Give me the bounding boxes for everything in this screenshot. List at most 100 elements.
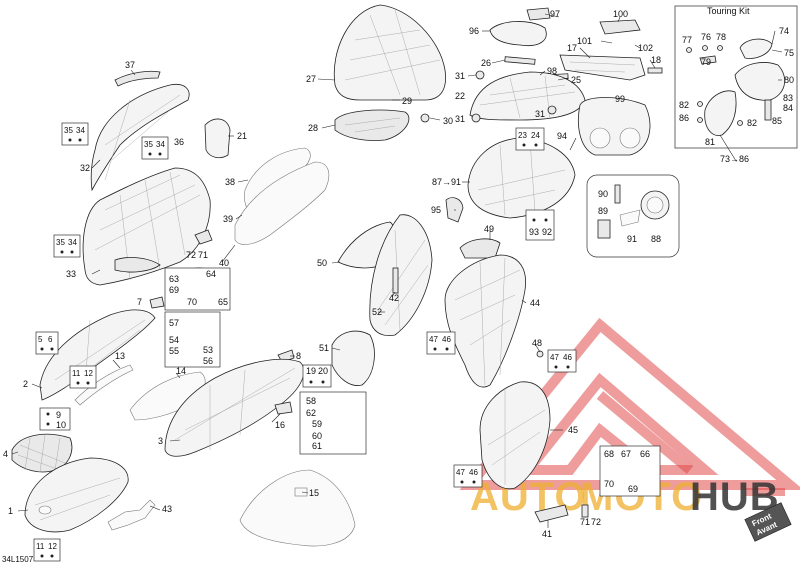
instrument-part-22 [469,71,586,121]
callout-41: 41 [542,529,552,539]
boxed-reference-35-34-c: 35 34 [53,234,81,258]
box-label: 11 [72,369,81,378]
bolt-part-31-lower [471,113,481,123]
callout-96: 96 [469,26,479,36]
callout-20: 20 [318,366,328,376]
box-label: 11 [36,542,45,551]
callout-42: 42 [389,293,399,303]
reference-code: 34L1507 [2,555,34,564]
callout-33: 33 [66,269,76,279]
bracket-part-41 [534,504,569,523]
callout-48: 48 [532,338,542,348]
callout-101: 101 [577,36,592,46]
callout-81: 81 [705,137,715,147]
callout-44: 44 [530,298,540,308]
callout-69-lower: 69 [628,484,638,494]
callout-90: 90 [598,189,608,199]
callout-77: 77 [682,35,692,45]
bolt-part-31-middle [547,105,557,115]
boxed-reference-47-46-a: 47 46 [426,331,456,355]
callout-68: 68 [604,449,614,459]
callout-7: 7 [137,297,142,307]
callout-21: 21 [237,131,247,141]
callout-75: 75 [784,48,794,58]
callout-39: 39 [223,214,233,224]
box-label: 34 [156,140,165,149]
callout-25: 25 [571,75,581,85]
callout-66: 66 [640,449,650,459]
callout-71-upper: 71 [198,250,208,260]
callout-88: 88 [651,234,661,244]
boxed-reference-57-56 [164,311,221,368]
clip-part-7 [149,296,165,309]
bracket-part-100 [599,19,641,35]
callout-72: 72 [186,250,196,260]
lower-windscreen-part-15 [239,469,356,547]
small-bracket-part-72-71 [194,229,213,245]
grille-part-4 [11,433,73,473]
side-panel-part-44 [444,254,527,388]
bolt-part-71-72 [581,504,589,518]
bracket-part-17 [559,54,646,81]
box-label: 46 [563,353,572,362]
callout-1: 1 [8,506,13,516]
callout-63: 63 [169,274,179,284]
callout-98: 98 [547,66,557,76]
box-label: 47 [456,468,465,477]
box-label: 6 [48,335,53,344]
callout-10: 10 [56,420,66,430]
callout-32: 32 [80,163,90,173]
callout-86: 86 [679,113,689,123]
callout-40: 40 [219,258,229,268]
upper-panel-part-32 [90,83,190,192]
callout-19: 19 [306,366,316,376]
callout-65: 65 [218,297,228,307]
box-label: 46 [442,335,451,344]
callout-53: 53 [203,345,213,355]
callout-94: 94 [557,131,567,141]
callout-60: 60 [312,431,322,441]
box-label: 34 [76,126,85,135]
box-label: 12 [84,369,93,378]
boxed-reference-11-12-b: 11 12 [33,538,61,562]
callout-83: 83 [783,93,793,103]
bracket-part-43 [107,499,156,531]
boxed-reference-9-10 [39,407,71,431]
callout-95: 95 [431,205,441,215]
cluster-part-99 [578,97,651,156]
callout-56: 56 [203,356,213,366]
clip-part-18 [647,67,663,74]
callout-59: 59 [312,419,322,429]
front-direction-badge: Front Avant [744,502,792,542]
callout-62: 62 [306,408,316,418]
callout-82-lower: 82 [747,118,757,128]
box-label: 35 [144,140,153,149]
callout-50: 50 [317,258,327,268]
clip-part-97 [526,7,551,21]
callout-71-lower: 71 [580,517,590,527]
callout-38: 38 [225,177,235,187]
callout-64: 64 [206,269,216,279]
boxed-reference-35-34-b: 35 34 [141,136,169,160]
callout-99: 99 [615,94,625,104]
callout-labels: 97 96 100 101 102 17 18 26 98 25 31 22 3… [3,9,794,539]
windshield-part-27 [333,4,447,101]
spacer-part-30 [420,113,430,123]
callout-67: 67 [621,449,631,459]
callout-3: 3 [158,436,163,446]
callout-61: 61 [312,441,322,451]
box-label: 24 [531,131,540,140]
clip-part-48 [536,350,544,358]
callout-89: 89 [598,206,608,216]
callout-70-lower: 70 [604,479,614,489]
panel-part-52 [369,214,433,337]
deflector-part-28 [334,109,410,141]
callout-54: 54 [169,335,179,345]
callout-78: 78 [716,32,726,42]
callout-100: 100 [613,9,628,19]
callout-91: 91 [627,234,637,244]
box-label: 46 [469,468,478,477]
callout-16: 16 [275,420,285,430]
callout-37: 37 [125,60,135,70]
